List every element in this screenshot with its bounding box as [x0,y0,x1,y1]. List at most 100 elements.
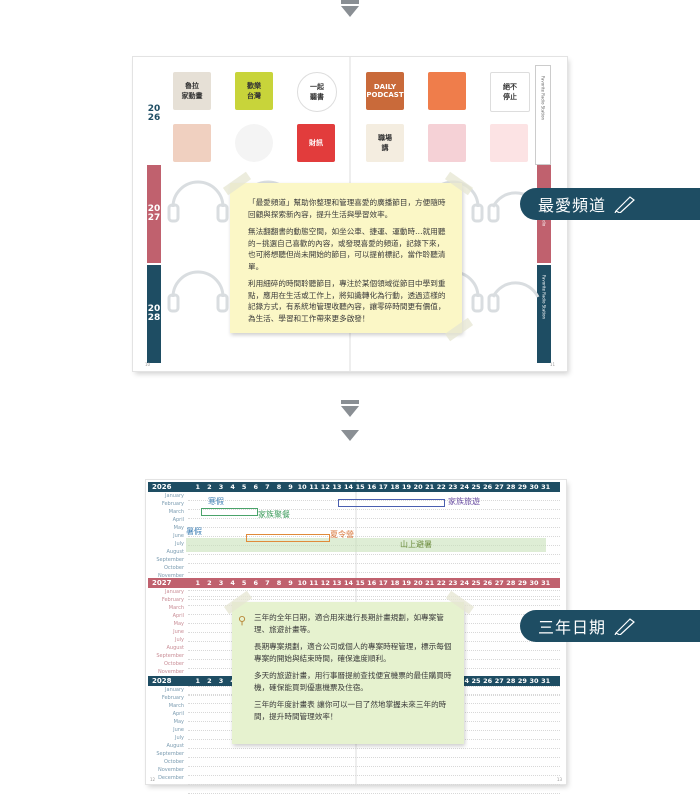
day-header: 3 [218,579,224,587]
podcast-tile-text: DAILY PODCAST [366,83,404,99]
page-number-right: 11 [549,362,555,367]
side-label: Favorite Radio Station [541,275,547,319]
year-tab-label: 20 28 [147,304,161,323]
month-label: September [156,653,184,659]
month-label: October [163,759,184,765]
month-label: August [166,645,185,651]
podcast-tile[interactable]: 魯拉 家動畫 [173,72,211,110]
day-header: 16 [367,579,377,587]
handwriting-note: 夏令營 [330,530,354,539]
day-header: 3 [218,677,224,685]
page-number-left: 12 [150,777,156,782]
day-header: 23 [448,579,458,587]
month-label: September [156,557,184,563]
day-header: 28 [506,579,516,587]
month-label: April [172,711,184,717]
month-label: February [161,695,184,701]
podcast-tile[interactable] [428,124,466,162]
month-label: June [173,629,184,635]
podcast-tile[interactable]: 絕不 停止 [490,72,530,112]
month-label: January [165,589,184,595]
day-header: 31 [541,579,551,587]
pen-icon [614,618,635,635]
month-label: June [173,533,184,539]
event-box [338,499,445,507]
podcast-tile[interactable] [490,124,528,162]
podcast-tile[interactable] [173,124,211,162]
day-header: 10 [297,579,307,587]
month-label: June [173,727,184,733]
day-header: 2 [207,483,212,491]
podcast-grid-right: DAILY PODCAST 絕不 停止 職場 講 [366,72,530,162]
month-label: September [156,751,184,757]
day-header: 31 [541,677,551,685]
day-header: 10 [297,483,307,491]
month-label: December [158,775,184,781]
month-label: February [161,501,184,507]
podcast-tile-text: 財訊 [309,139,323,147]
day-header: 29 [517,677,527,685]
day-header: 24 [459,579,469,587]
day-header: 18 [390,579,400,587]
podcast-tile-text: 一起 聽書 [310,83,324,101]
month-label: May [173,719,184,725]
down-arrow-icon [341,430,359,441]
day-header: 17 [378,483,388,491]
day-header: 31 [541,483,551,491]
year-tab-2027: 20 27 [147,165,161,263]
day-header: 20 [413,483,423,491]
day-header: 8 [276,579,282,587]
month-label: November [157,573,184,579]
day-header: 15 [355,579,365,587]
year-label: 2028 [152,677,172,685]
day-header: 2 [207,579,212,587]
podcast-tile[interactable]: 職場 講 [366,124,404,162]
day-header: 14 [343,579,354,587]
down-arrow-bar [341,400,359,404]
side-bar-2028: Favorite Radio Station [537,265,551,363]
favorite-channel-note: 「最愛頻道」幫助你整理和管理喜愛的廣播節目，方便隨時回顧與探索新內容，提升生活與… [230,183,462,333]
handwriting-note: 暑假 [186,527,202,536]
note-paragraph: 無法翻翻書的動態空間，如坐公車、捷運、運動時…就用聽的~挑選自己喜歡的內容，或發… [248,227,446,271]
tag-label: 三年日期 [538,618,607,637]
page-number-left: 10 [145,362,151,367]
day-header: 4 [230,483,235,491]
pen-icon [614,196,635,213]
podcast-tile[interactable]: 一起 聽書 [297,72,337,112]
podcast-tile[interactable]: DAILY PODCAST [366,72,404,110]
podcast-tile[interactable]: 財訊 [297,124,335,162]
day-header: 17 [378,579,388,587]
event-box [201,508,258,516]
month-label: February [161,597,184,603]
day-header: 23 [448,483,458,491]
summer-highlight [186,538,546,552]
day-header: 4 [230,579,235,587]
day-header: 1 [195,579,201,587]
pin-icon: ⚲ [238,614,247,627]
month-label: April [172,613,184,619]
podcast-tile[interactable]: 歡樂 台灣 [235,72,273,110]
tag-label: 最愛頻道 [538,196,607,215]
month-label: July [175,637,184,643]
event-box [246,534,330,542]
day-header: 24 [459,677,469,685]
podcast-tile[interactable] [428,72,466,110]
side-bar-2026: Favorite Radio Station [535,65,551,165]
month-label: April [172,517,184,523]
day-header: 9 [288,483,293,491]
handwriting-note: 家族聚餐 [258,510,290,519]
day-header: 2 [207,677,212,685]
note-paragraph: 長期專案規劃，適合公司或個人的專案時程管理，標示每個專案的開始與結束時間，確保進… [254,642,452,663]
day-header: 25 [471,579,481,587]
day-header: 25 [471,483,481,491]
day-header: 13 [332,483,342,491]
podcast-tile[interactable] [235,124,273,162]
day-header: 21 [425,579,435,587]
month-label: January [165,493,184,499]
